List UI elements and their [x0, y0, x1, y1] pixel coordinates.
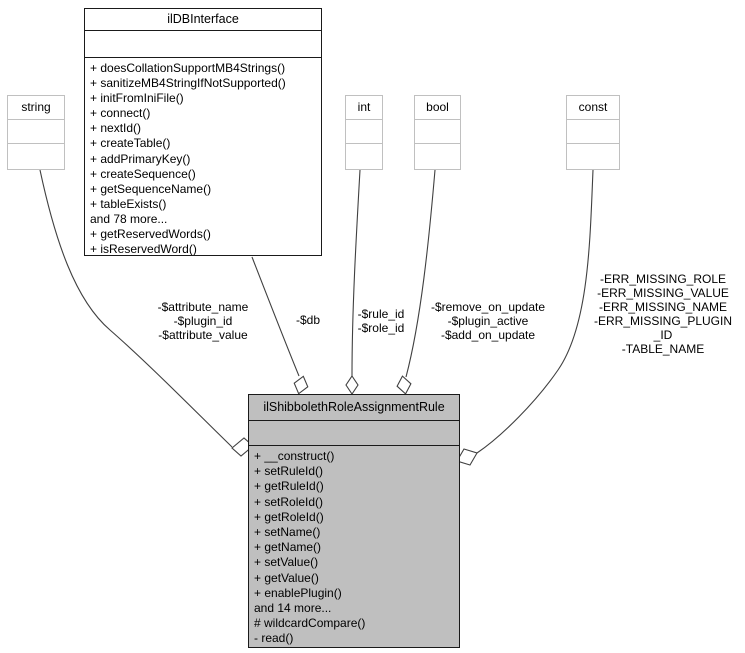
method-item: + doesCollationSupportMB4Strings()	[90, 61, 286, 75]
methods-compartment	[567, 144, 619, 169]
class-title-ildbinterface[interactable]: ilDBInterface	[85, 9, 321, 31]
method-item: - read()	[254, 631, 294, 646]
method-item: + setRuleId()	[254, 464, 324, 479]
method-item: + getSequenceName()	[90, 181, 212, 196]
type-node-string: string	[7, 95, 65, 170]
methods-compartment: + doesCollationSupportMB4Strings() + san…	[85, 58, 321, 255]
method-item: + isReservedWord()	[90, 242, 197, 255]
method-item: + nextId()	[90, 121, 142, 136]
attributes-compartment	[567, 120, 619, 144]
type-title-int: int	[346, 96, 382, 120]
methods-compartment	[415, 144, 460, 169]
edge-label-int-members: -$rule_id -$role_id	[357, 307, 405, 335]
aggregation-diamond-int	[345, 375, 359, 395]
method-item: + connect()	[90, 106, 151, 121]
method-item: # wildcardCompare()	[254, 616, 366, 631]
method-item: + getRoleId()	[254, 509, 324, 524]
type-title-string: string	[8, 96, 64, 120]
method-item: + addPrimaryKey()	[90, 151, 191, 166]
method-item-more: and 14 more...	[254, 601, 332, 616]
type-title-const: const	[567, 96, 619, 120]
attributes-compartment	[346, 120, 382, 144]
edge-label-const-members: -ERR_MISSING_ROLE -ERR_MISSING_VALUE -ER…	[593, 272, 733, 356]
methods-compartment	[346, 144, 382, 169]
edge-int-to-rule	[351, 169, 361, 377]
attributes-compartment	[85, 31, 321, 58]
method-item: + sanitizeMB4StringIfNotSupported()	[90, 76, 286, 91]
method-item: + getName()	[254, 540, 322, 555]
method-item: + getValue()	[254, 570, 319, 585]
class-title-ilshibbolethroleassignmentrule: ilShibbolethRoleAssignmentRule	[249, 395, 459, 421]
method-item: + setRoleId()	[254, 494, 324, 509]
edge-label-db-member: -$db	[295, 313, 321, 327]
edge-const-to-rule	[476, 169, 594, 454]
edge-label-string-members: -$attribute_name -$plugin_id -$attribute…	[157, 300, 249, 342]
aggregation-diamond-db	[293, 375, 309, 395]
method-item: + setValue()	[254, 555, 319, 570]
attributes-compartment	[249, 421, 459, 446]
method-item: + initFromIniFile()	[90, 91, 184, 106]
method-item: + tableExists()	[90, 196, 167, 211]
method-item-more: and 78 more...	[90, 211, 168, 226]
method-item: + enablePlugin()	[254, 585, 342, 600]
aggregation-diamond-right	[456, 448, 478, 466]
edge-string-to-rule	[39, 169, 233, 448]
edge-ildbinterface-to-rule	[251, 256, 300, 377]
class-node-ildbinterface[interactable]: ilDBInterface + doesCollationSupportMB4S…	[84, 8, 322, 256]
edge-label-bool-members: -$remove_on_update -$plugin_active -$add…	[430, 300, 546, 342]
type-node-const: const	[566, 95, 620, 170]
aggregation-diamond-bool	[396, 375, 412, 395]
class-node-ilshibbolethroleassignmentrule: ilShibbolethRoleAssignmentRule + __const…	[248, 394, 460, 648]
type-title-bool: bool	[415, 96, 460, 120]
method-item: + getRuleId()	[254, 479, 324, 494]
method-item: + setName()	[254, 525, 321, 540]
attributes-compartment	[8, 120, 64, 144]
type-node-int: int	[345, 95, 383, 170]
method-item: + createSequence()	[90, 166, 196, 181]
methods-compartment: + __construct() + setRuleId() + getRuleI…	[249, 446, 459, 647]
method-item: + __construct()	[254, 449, 335, 463]
edge-bool-to-rule	[405, 169, 436, 378]
method-item: + createTable()	[90, 136, 171, 151]
type-node-bool: bool	[414, 95, 461, 170]
methods-compartment	[8, 144, 64, 169]
attributes-compartment	[415, 120, 460, 144]
method-item: + getReservedWords()	[90, 227, 211, 242]
